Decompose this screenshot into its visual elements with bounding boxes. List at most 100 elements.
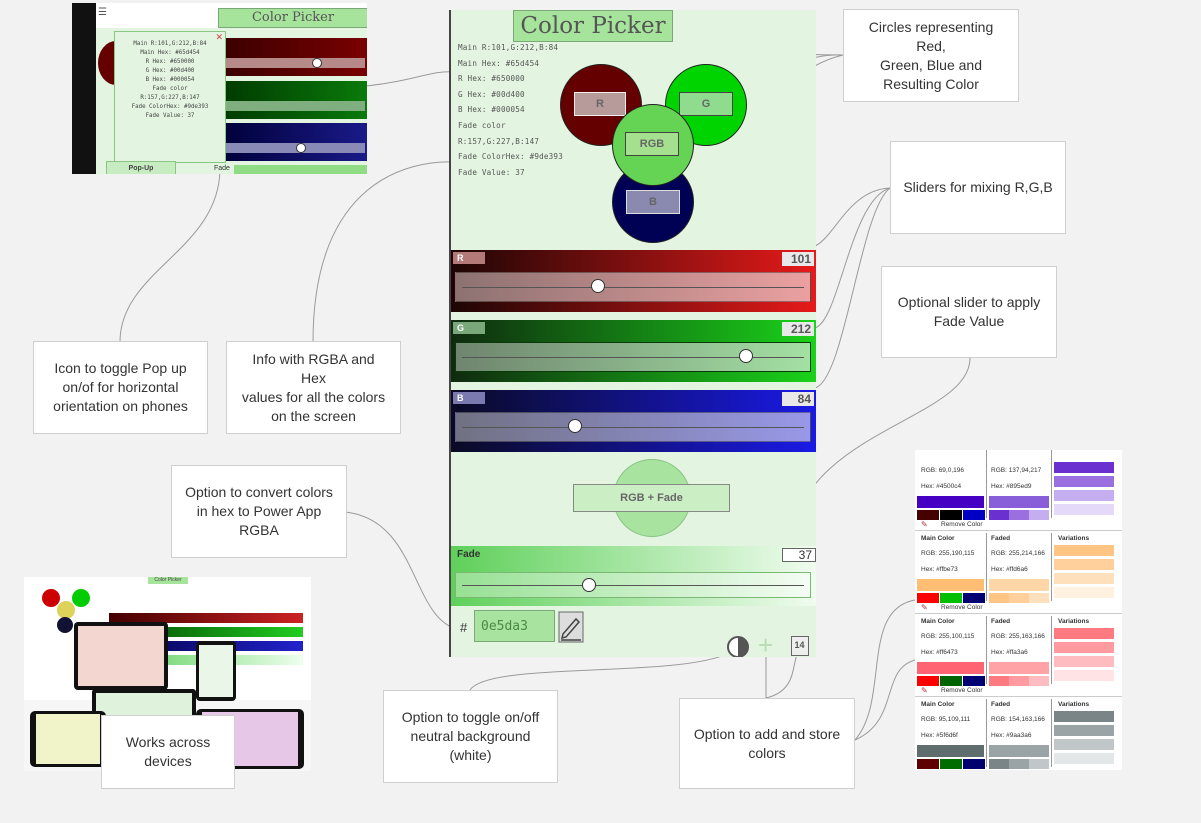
card-heading-faded: Faded bbox=[991, 701, 1011, 708]
thumb-band-b-track[interactable] bbox=[224, 143, 365, 153]
slider-b-track[interactable] bbox=[455, 412, 811, 442]
info-line: Main Hex: #65d454 bbox=[458, 58, 540, 68]
thumb-band-g-track[interactable] bbox=[224, 101, 365, 111]
card-variation-swatch bbox=[1054, 573, 1114, 584]
circle-green-label: G bbox=[679, 92, 733, 116]
card-main-swatch bbox=[917, 579, 984, 591]
slider-b-thumb[interactable] bbox=[567, 419, 582, 433]
card-rgb-faded: RGB: 137,94,217 bbox=[991, 467, 1042, 474]
thumb-band-b-thumb[interactable] bbox=[296, 143, 306, 153]
add-color-icon[interactable]: + bbox=[758, 630, 774, 657]
thumb-band-r-thumb[interactable] bbox=[312, 58, 322, 68]
circle-mix-label: RGB bbox=[625, 132, 679, 156]
remove-color-icon[interactable]: ✎ bbox=[921, 769, 928, 770]
info-line: Fade color bbox=[458, 121, 506, 130]
card-fade-strip bbox=[1029, 676, 1049, 686]
info-line: R:157,G:227,B:147 bbox=[458, 136, 540, 146]
collage-tablet bbox=[74, 622, 168, 690]
callout-sliders: Sliders for mixing R,G,B bbox=[890, 141, 1066, 234]
popup-info-line: Main R:101,G:212,B:84 bbox=[133, 41, 207, 47]
stored-colors-count: 14 bbox=[794, 640, 805, 650]
hex-input[interactable]: 0e5da3 bbox=[474, 610, 555, 642]
card-fade-strip bbox=[989, 759, 1009, 769]
card-main-swatch bbox=[917, 496, 984, 508]
slider-g-value: 212 bbox=[782, 322, 814, 336]
callout-neutral: Option to toggle on/off neutral backgrou… bbox=[383, 690, 558, 783]
card-heading-variations: Variations bbox=[1058, 701, 1090, 708]
card-rgb-swatch bbox=[940, 510, 962, 520]
slider-b-value: 84 bbox=[782, 392, 814, 406]
slider-fade-track[interactable] bbox=[455, 572, 811, 598]
info-line: Fade Value: 37 bbox=[458, 167, 525, 177]
hamburger-menu-icon[interactable]: ☰ bbox=[98, 7, 107, 18]
thumb-phone-edge bbox=[72, 3, 96, 174]
collage-phone bbox=[196, 641, 236, 701]
card-main-swatch bbox=[917, 662, 984, 674]
popup-info-line: Fade color bbox=[152, 86, 188, 92]
slider-fade-thumb[interactable] bbox=[581, 578, 596, 592]
slider-band-g: G 212 bbox=[451, 320, 816, 382]
remove-color-icon[interactable]: ✎ bbox=[921, 603, 928, 612]
rgb-fade-button[interactable]: RGB + Fade bbox=[573, 484, 730, 512]
remove-color-icon[interactable]: ✎ bbox=[921, 686, 928, 695]
card-main-swatch bbox=[917, 745, 984, 757]
remove-color-button[interactable]: Remove Color bbox=[941, 604, 983, 611]
card-hex-faded: Hex: #895ed9 bbox=[991, 483, 1032, 490]
card-rgb-main: RGB: 69,0,196 bbox=[921, 467, 964, 474]
neutral-background-toggle-icon[interactable] bbox=[726, 635, 750, 657]
slider-g-track[interactable] bbox=[455, 342, 811, 372]
callout-devices: Works across devices bbox=[101, 715, 235, 789]
connector-info bbox=[312, 161, 456, 343]
card-divider-2 bbox=[1051, 616, 1052, 684]
horizontal-layout-thumbnail: ☰ Color Picker Fade ✕ Main R:101,G:212,B… bbox=[72, 3, 367, 174]
connector-store-2 bbox=[765, 649, 801, 699]
collage-c2 bbox=[72, 589, 90, 607]
popup-toggle-button[interactable]: Pop-Up bbox=[106, 161, 176, 174]
card-fade-strip bbox=[1029, 593, 1049, 603]
card-hex-main: Hex: #4500c4 bbox=[921, 483, 962, 490]
slider-g-thumb[interactable] bbox=[738, 349, 753, 363]
convert-edit-icon[interactable] bbox=[558, 611, 584, 643]
card-hex-main: Hex: #5f6d6f bbox=[921, 732, 958, 739]
circle-blue-label: B bbox=[626, 190, 680, 214]
slider-r-value: 101 bbox=[782, 252, 814, 266]
remove-color-icon[interactable]: ✎ bbox=[921, 520, 928, 529]
slider-r-track[interactable] bbox=[455, 272, 811, 302]
thumb-band-r-track[interactable] bbox=[224, 58, 365, 68]
card-fade-strip bbox=[989, 593, 1009, 603]
stored-colors-icon[interactable]: 14 bbox=[791, 636, 809, 656]
popup-close-icon[interactable]: ✕ bbox=[215, 32, 223, 42]
slider-r-thumb[interactable] bbox=[590, 279, 605, 293]
card-divider-1 bbox=[986, 616, 987, 684]
card-faded-swatch bbox=[989, 496, 1049, 508]
thumb-fade-band bbox=[234, 165, 367, 174]
thumb-band-b bbox=[222, 123, 367, 161]
card-rgb-swatch bbox=[917, 510, 939, 520]
card-rgb-swatch bbox=[940, 593, 962, 603]
slider-g-line bbox=[462, 357, 804, 358]
card-divider-2 bbox=[1051, 699, 1052, 767]
card-rgb-swatch bbox=[963, 510, 985, 520]
callout-info: Info with RGBA and Hex values for all th… bbox=[226, 341, 401, 434]
card-fade-strip bbox=[1009, 593, 1029, 603]
thumb-band-r bbox=[222, 38, 367, 76]
slider-band-fade: Fade 37 bbox=[451, 546, 816, 606]
card-divider-1 bbox=[986, 533, 987, 601]
card-rgb-swatch bbox=[963, 593, 985, 603]
card-divider-2 bbox=[1051, 533, 1052, 601]
remove-color-button[interactable]: Remove Color bbox=[941, 687, 983, 694]
hex-prefix: # bbox=[460, 620, 468, 635]
thumb-fade-tag: Fade bbox=[214, 165, 230, 172]
connector-convert bbox=[344, 511, 461, 631]
card-rgb-main: RGB: 255,100,115 bbox=[921, 633, 975, 640]
card-heading-variations: Variations bbox=[1058, 535, 1090, 542]
card-rgb-faded: RGB: 255,163,166 bbox=[991, 633, 1045, 640]
card-rgb-swatch bbox=[917, 593, 939, 603]
card-hex-main: Hex: #ffbe73 bbox=[921, 566, 958, 573]
remove-color-button[interactable]: Remove Color bbox=[941, 521, 983, 528]
card-heading-variations: Variations bbox=[1058, 618, 1090, 625]
callout-popup: Icon to toggle Pop up on/of for horizont… bbox=[33, 341, 208, 434]
